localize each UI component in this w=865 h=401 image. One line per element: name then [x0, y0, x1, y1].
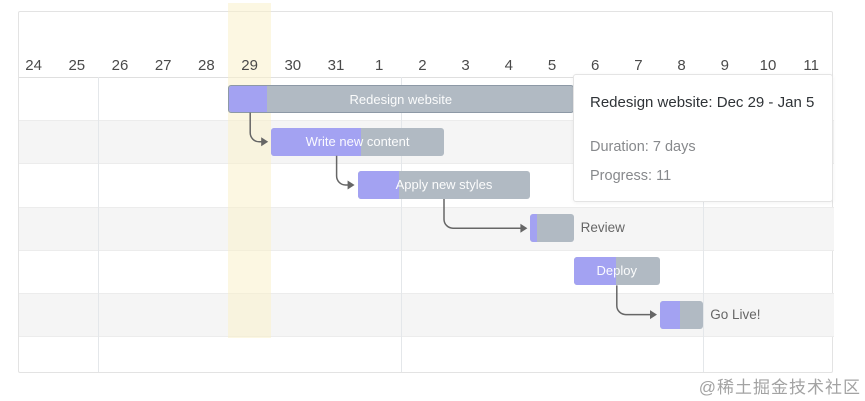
task-progress-write-new-content[interactable] — [271, 127, 362, 156]
week-gridline — [400, 77, 402, 372]
watermark-juejin: @稀土掘金技术社区 — [698, 378, 861, 397]
gantt-row — [19, 250, 834, 293]
row-divider — [19, 249, 834, 251]
task-bar-review[interactable] — [530, 214, 574, 243]
tooltip-progress: Progress: 11 — [590, 168, 672, 184]
task-bar-apply-new-styles[interactable]: Apply new styles — [357, 171, 531, 199]
timeline-date-label: 3 — [461, 57, 470, 74]
timeline-date-label: 8 — [677, 57, 686, 74]
row-divider — [19, 163, 834, 165]
timeline-date-label: 5 — [547, 57, 557, 74]
timeline-date-label: 31 — [327, 57, 345, 74]
row-divider — [19, 293, 834, 294]
timeline-date-label: 24 — [25, 57, 42, 74]
timeline-date-label: 1 — [375, 57, 384, 74]
task-progress-deploy[interactable] — [573, 257, 616, 286]
row-divider — [19, 206, 834, 208]
timeline-date-label: 25 — [68, 57, 86, 74]
timeline-date-label: 2 — [418, 57, 427, 74]
gantt-row — [19, 206, 834, 250]
task-progress-go-live[interactable] — [660, 300, 680, 329]
row-divider — [19, 120, 834, 122]
today-highlight — [228, 3, 271, 338]
week-gridline — [98, 77, 100, 372]
timeline-date-label: 30 — [284, 57, 302, 74]
task-bar-redesign-website[interactable]: Redesign website — [228, 84, 574, 113]
timeline-date-label: 11 — [803, 57, 819, 74]
task-progress-apply-new-styles[interactable] — [357, 171, 400, 199]
task-bar-label: Apply new styles — [395, 177, 493, 192]
week-gridline — [703, 77, 705, 372]
task-progress-review[interactable] — [530, 214, 537, 243]
timeline-date-label: 7 — [634, 57, 643, 74]
task-bar-deploy[interactable]: Deploy — [573, 257, 660, 286]
tooltip-title: Redesign website: Dec 29 - Jan 5 — [590, 94, 815, 111]
task-bar-go-live[interactable] — [660, 300, 704, 329]
task-bar-label: Redesign website — [349, 91, 453, 107]
row-divider — [19, 336, 834, 338]
task-bar-label: Write new content — [305, 133, 410, 149]
timeline-date-label: 27 — [154, 57, 172, 74]
timeline-date-label: 29 — [241, 57, 258, 74]
task-progress-redesign-website[interactable] — [229, 85, 267, 112]
task-bar-write-new-content[interactable]: Write new content — [271, 127, 444, 156]
timeline-date-label: 6 — [591, 57, 600, 74]
timeline-date-label: 26 — [111, 57, 129, 74]
task-side-label: Go Live! — [710, 306, 761, 322]
header-divider — [19, 77, 832, 78]
tooltip-duration: Duration: 7 days — [590, 139, 696, 155]
timeline-date-label: 28 — [198, 57, 215, 74]
timeline-date-label: 10 — [759, 57, 777, 74]
timeline-date-label: 4 — [504, 57, 513, 74]
timeline-date-label: 9 — [720, 57, 729, 74]
task-side-label: Review — [580, 220, 625, 236]
task-tooltip: Redesign website: Dec 29 - Jan 5 Duratio… — [573, 74, 833, 202]
task-bar-label: Deploy — [596, 263, 638, 279]
